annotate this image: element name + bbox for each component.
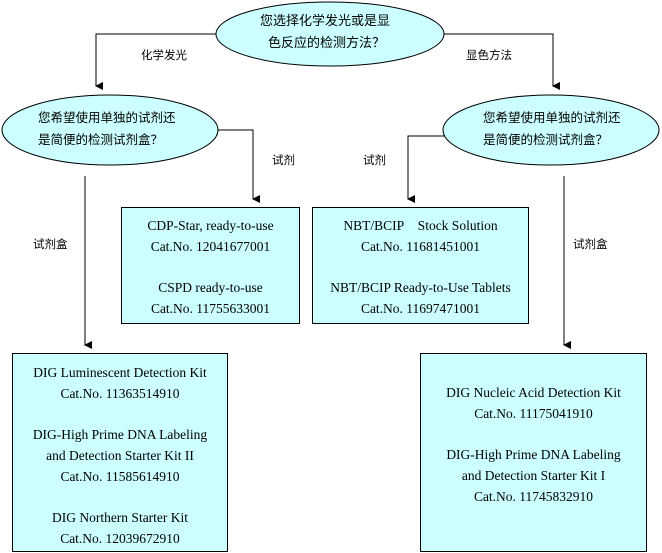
product-item: DIG Luminescent Detection Kit Cat.No. 11… <box>13 362 227 404</box>
product-name: DIG Luminescent Detection Kit <box>33 365 207 380</box>
product-cat-no: Cat.No. 12039672910 <box>60 531 180 546</box>
product-item: CDP-Star, ready-to-use Cat.No. 120416770… <box>122 215 299 257</box>
left-question-line1: 您希望使用单独的试剂还 <box>38 110 176 125</box>
connector-root-to-right <box>444 33 560 90</box>
right-reagent-label: 试剂 <box>363 153 386 167</box>
left-question-text: 您希望使用单独的试剂还 是简便的检测试剂盒？ <box>38 107 176 151</box>
product-cat-no: Cat.No. 11745832910 <box>473 489 594 504</box>
colorimetric-reagents-box: NBT/BCIP Stock Solution Cat.No. 11681451… <box>312 207 529 324</box>
connector-root-to-left <box>95 33 216 90</box>
product-item: CSPD ready-to-use Cat.No. 11755633001 <box>122 277 299 319</box>
root-question-text: 您选择化学发光或是显 色反应的检测方法？ <box>260 11 390 55</box>
product-item: DIG Nucleic Acid Detection Kit Cat.No. 1… <box>421 382 646 424</box>
product-cat-no: Cat.No. 11175041910 <box>474 406 593 421</box>
left-question-line2: 是简便的检测试剂盒？ <box>38 132 164 147</box>
product-cat-no: Cat.No. 11755633001 <box>150 301 271 316</box>
product-cat-no: Cat.No. 11585614910 <box>60 469 180 484</box>
chemiluminescent-reagents-box: CDP-Star, ready-to-use Cat.No. 120416770… <box>121 207 300 324</box>
product-item: NBT/BCIP Stock Solution Cat.No. 11681451… <box>313 215 528 257</box>
branch-label-chemiluminescence: 化学发光 <box>141 48 187 62</box>
product-name: DIG-High Prime DNA Labeling <box>32 427 208 442</box>
left-reagent-label: 试剂 <box>272 153 295 167</box>
right-question-text: 您希望使用单独的试剂还 是简便的检测试剂盒？ <box>483 107 621 151</box>
root-question-line2: 色反应的检测方法？ <box>268 36 386 51</box>
product-item: DIG-High Prime DNA Labeling and Detectio… <box>13 424 227 487</box>
product-item: NBT/BCIP Ready-to-Use Tablets Cat.No. 11… <box>313 277 528 319</box>
product-name: DIG Nucleic Acid Detection Kit <box>446 385 621 400</box>
product-name: CSPD ready-to-use <box>158 280 263 295</box>
product-item: DIG-High Prime DNA Labeling and Detectio… <box>421 444 646 507</box>
product-name: CDP-Star, ready-to-use <box>147 218 274 233</box>
right-question-line2: 是简便的检测试剂盒？ <box>483 132 609 147</box>
product-name: NBT/BCIP Stock Solution <box>343 218 498 233</box>
product-name-continued: and Detection Starter Kit II <box>46 448 194 463</box>
product-name: DIG-High Prime DNA Labeling <box>446 447 621 462</box>
connector-right-to-reagents <box>407 135 445 203</box>
branch-label-colorimetric: 显色方法 <box>466 48 512 62</box>
product-name: DIG Northern Starter Kit <box>51 510 189 525</box>
right-kit-label: 试剂盒 <box>573 237 608 251</box>
product-item: DIG Northern Starter Kit Cat.No. 1203967… <box>13 507 227 549</box>
product-name: NBT/BCIP Ready-to-Use Tablets <box>330 280 511 295</box>
product-name-continued: and Detection Starter Kit I <box>461 468 606 483</box>
product-cat-no: Cat.No. 11681451001 <box>360 239 481 254</box>
connector-left-to-reagents <box>218 129 260 203</box>
chemiluminescent-kits-box: DIG Luminescent Detection Kit Cat.No. 11… <box>12 353 228 552</box>
right-question-node <box>442 94 660 166</box>
right-question-line1: 您希望使用单独的试剂还 <box>483 110 621 125</box>
product-cat-no: Cat.No. 12041677001 <box>150 239 271 254</box>
colorimetric-kits-box: DIG Nucleic Acid Detection Kit Cat.No. 1… <box>420 353 647 552</box>
root-question-line1: 您选择化学发光或是显 <box>260 14 391 29</box>
left-kit-label: 试剂盒 <box>33 237 68 251</box>
product-cat-no: Cat.No. 11697471001 <box>360 301 481 316</box>
product-cat-no: Cat.No. 11363514910 <box>60 386 180 401</box>
